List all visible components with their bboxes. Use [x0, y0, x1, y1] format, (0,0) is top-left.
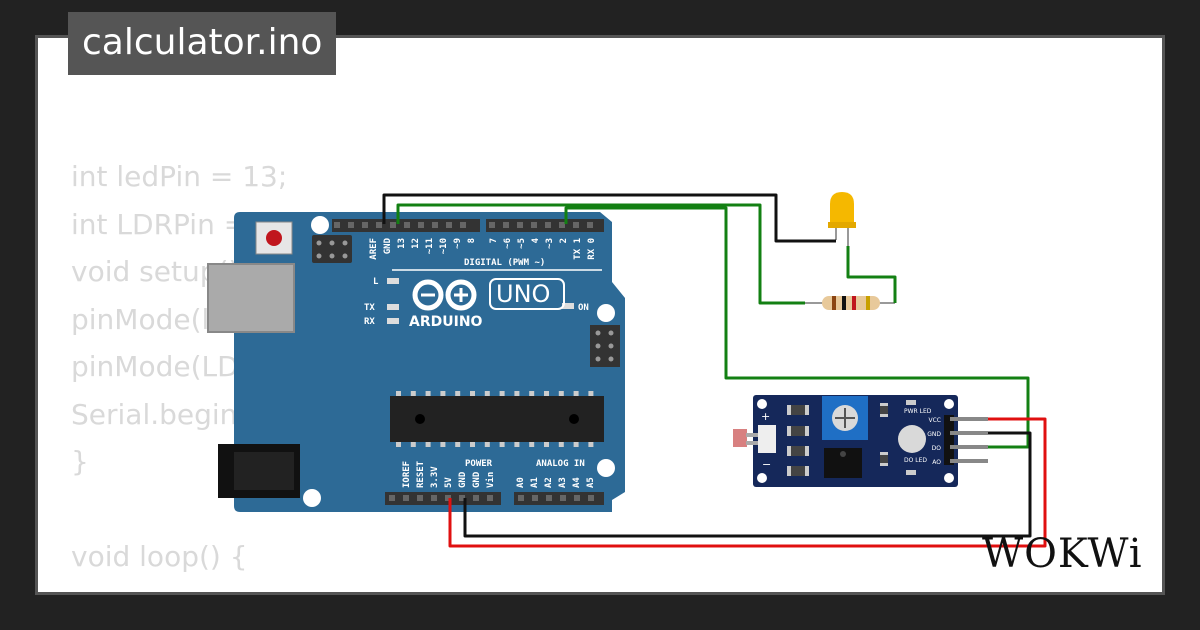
sketch-title: calculator.ino [68, 12, 337, 75]
power-pin-label: GND [472, 471, 482, 488]
digital-pin-labels: AREF GND 13 12 ~11 ~10 ~9 8 7 ~6 ~5 4 ~3 2 TX 1 RX 0 [369, 237, 597, 259]
mounting-hole [311, 216, 329, 234]
digital-pin-label: RX 0 [587, 238, 597, 260]
digital-pin-label: 7 [489, 238, 499, 243]
arduino-logo [412, 279, 477, 311]
rx-led [387, 318, 399, 324]
svg-text:ON: ON [578, 303, 589, 313]
mounting-hole [597, 304, 615, 322]
digital-pin-label: ~6 [503, 238, 513, 249]
wire-vcc-5v[interactable] [448, 417, 1047, 548]
digital-pin-label: 4 [531, 237, 541, 243]
digital-pin-label: 13 [397, 238, 407, 249]
arduino-uno-board[interactable]: AREF GND 13 12 ~11 ~10 ~9 8 7 ~6 ~5 4 ~3 2 TX 1 RX 0 DI… [207, 212, 625, 512]
code-line: int ledPin = 13; [71, 160, 288, 193]
power-pin-label: GND [458, 471, 468, 488]
atmega-chip [390, 391, 604, 447]
tx-led [387, 304, 399, 310]
svg-text:TX: TX [364, 303, 375, 313]
wire-led-resistor[interactable] [846, 246, 897, 303]
analog-pin-labels: A0 A1 A2 A3 A4 A5 [516, 477, 596, 488]
power-pin-label: Vin [485, 472, 496, 488]
reset-button[interactable] [255, 221, 293, 255]
yellow-led[interactable] [828, 192, 856, 248]
power-pin-label: RESET [416, 460, 426, 488]
digital-pin-label: ~5 [517, 238, 527, 249]
module-pin-label: VCC [929, 417, 941, 424]
code-line: int LDRValue = digitalRead(LDRPin); [71, 581, 577, 593]
l-led [387, 278, 399, 284]
digital-pin-label: 8 [467, 238, 477, 243]
digital-pin-label: 2 [559, 238, 569, 243]
digital-pin-label: ~11 [425, 238, 435, 254]
photoresistor [733, 429, 747, 447]
module-pin-label: DO [932, 445, 942, 452]
wokwi-logo: WOKWi [982, 531, 1143, 577]
digital-pin-label: ~3 [545, 238, 555, 249]
arduino-brand: ARDUINO [409, 314, 483, 330]
analog-pin-label: A1 [530, 477, 540, 488]
digital-pin-label: TX 1 [573, 238, 583, 260]
analog-pin-label: A2 [544, 477, 554, 488]
digital-pin-label: ~9 [453, 238, 463, 249]
on-led [562, 303, 574, 309]
wire-pin2-module-do[interactable] [564, 206, 1030, 449]
digital-pin-label: ~10 [439, 238, 449, 254]
module-pin-label: GND [927, 431, 941, 438]
svg-text:DO LED: DO LED [904, 457, 927, 464]
power-pin-label: 3.3V [430, 466, 440, 488]
icsp-header-right [590, 325, 620, 367]
code-line: void loop() { [71, 540, 248, 573]
ldr-sensor-module[interactable]: PWR LED DO LED + − VCC GND DO AO [733, 395, 988, 487]
mounting-hole [597, 459, 615, 477]
wire-pin13-resistor[interactable] [396, 203, 805, 305]
digital-pin-label: AREF [369, 238, 379, 260]
power-pin-label: 5V [444, 477, 454, 488]
wire-gnd-module[interactable] [463, 431, 1032, 538]
resistor[interactable] [805, 296, 895, 310]
usb-connector [207, 263, 295, 333]
icsp-header-top [312, 235, 352, 263]
module-pin-labels: VCC GND DO AO [927, 417, 941, 466]
power-pin-label: IOREF [402, 461, 412, 488]
power-header [385, 492, 501, 505]
analog-pin-label: A3 [558, 477, 568, 488]
digital-header-label: DIGITAL (PWM ~) [464, 258, 545, 268]
digital-pin-label: 12 [411, 238, 421, 249]
svg-text:PWR LED: PWR LED [904, 408, 932, 415]
uno-badge [489, 278, 565, 310]
svg-text:L: L [373, 277, 379, 287]
module-pin-label: AO [932, 459, 941, 466]
analog-pin-label: A5 [586, 477, 596, 488]
power-header-label: POWER [465, 459, 493, 469]
mounting-hole [303, 489, 321, 507]
code-line: } [71, 445, 89, 478]
pwr-led [898, 425, 926, 453]
wire-gnd-led[interactable] [382, 193, 836, 243]
analog-pin-label: A4 [572, 477, 582, 488]
analog-pin-label: A0 [516, 477, 526, 488]
svg-text:+: + [761, 410, 770, 423]
svg-text:RX: RX [364, 317, 375, 327]
svg-text:−: − [762, 458, 771, 471]
analog-header-label: ANALOG IN [536, 459, 585, 469]
dc-power-jack [218, 444, 300, 498]
uno-model: UNO [496, 280, 550, 308]
digital-pin-label: GND [383, 237, 393, 254]
